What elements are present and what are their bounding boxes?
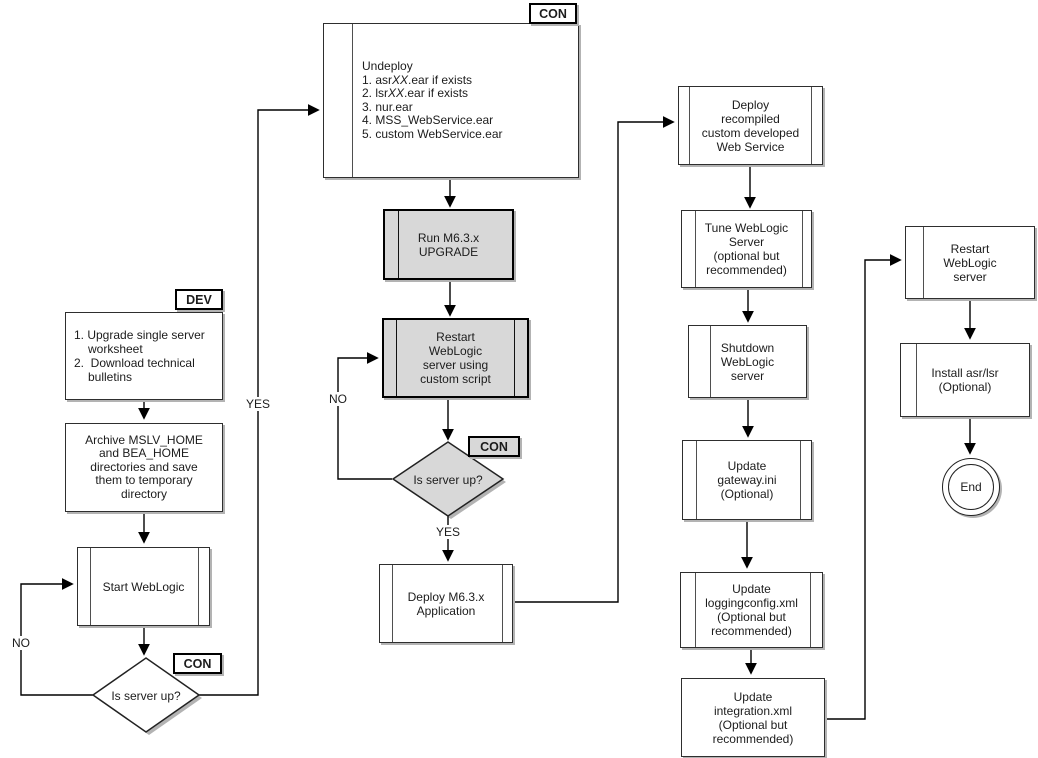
run-upgrade-process-box: Run M6.3.x UPGRADE (383, 209, 514, 280)
undeploy-item-1: 1. asrXX.ear if exists (362, 72, 473, 87)
right-stripe (811, 87, 812, 164)
right-stripe (802, 211, 803, 287)
end-terminator: End (942, 458, 1000, 516)
left-stripe (352, 24, 353, 177)
dev-tag: DEV (175, 289, 223, 310)
arrow-update-integration-to-restart-weblogic (825, 254, 902, 720)
left-stripe (398, 211, 399, 278)
left-stripe (695, 573, 696, 647)
left-stripe (689, 87, 690, 164)
arrow-decision-mid-no-loop (337, 352, 392, 480)
end-label: End (948, 464, 994, 510)
con-tag-mid: CON (468, 436, 520, 457)
undeploy-title: Undeploy (362, 59, 413, 73)
worksheet-item-1: 1. Upgrade single server worksheet (74, 328, 209, 356)
restart-weblogic-process-box: Restart WebLogic server (905, 226, 1035, 299)
undeploy-process-box: Undeploy 1. asrXX.ear if exists 2. lsrXX… (323, 23, 579, 178)
con-tag-bottom: CON (173, 653, 222, 674)
left-stripe (696, 441, 697, 519)
con-tag-top: CON (529, 3, 577, 24)
archive-document-box: Archive MSLV_HOME and BEA_HOME directori… (65, 423, 223, 512)
update-gateway-ini-process-box: Update gateway.ini (Optional) (682, 440, 812, 520)
left-stripe (916, 344, 917, 416)
deploy-application-process-box: Deploy M6.3.x Application (379, 564, 513, 643)
arrow-deploy-app-to-deploy-recompiled (513, 116, 675, 603)
update-loggingconfig-process-box: Update loggingconfig.xml (Optional but r… (680, 572, 823, 648)
right-stripe (198, 548, 199, 625)
undeploy-item-4: 4. MSS_WebService.ear (362, 113, 494, 127)
restart-custom-script-process-box: Restart WebLogic server using custom scr… (382, 318, 529, 398)
decision-main-label: Is server up? (111, 689, 181, 703)
tune-weblogic-process-box: Tune WebLogic Server (optional but recom… (681, 210, 812, 288)
no-edge-label-main: NO (10, 636, 32, 650)
install-asr-lsr-process-box: Install asr/lsr (Optional) (900, 343, 1030, 417)
deploy-recompiled-webservice-process-box: Deploy recompiled custom developed Web S… (678, 86, 823, 165)
no-edge-label-mid: NO (327, 392, 349, 406)
undeploy-item-2: 2. lsrXX.ear if exists (362, 86, 469, 100)
undeploy-item-3: 3. nur.ear (362, 99, 413, 114)
yes-edge-label-mid: YES (433, 525, 463, 539)
decision-diamond-main (91, 657, 201, 733)
start-weblogic-process-box: Start WebLogic (77, 547, 210, 626)
worksheet-item-2: 2. Download technical bulletins (74, 356, 199, 384)
decision-mid-label: Is server up? (413, 473, 483, 487)
left-stripe (396, 320, 397, 396)
left-stripe (710, 326, 711, 397)
shutdown-weblogic-process-box: Shutdown WebLogic server (688, 325, 807, 398)
worksheet-document-box: 1. Upgrade single server worksheet 2. Do… (65, 312, 223, 400)
left-stripe (923, 227, 924, 298)
decision-diamond-mid (391, 441, 505, 517)
yes-edge-label-main: YES (243, 397, 273, 411)
undeploy-item-5: 5. custom WebService.ear (362, 126, 503, 141)
update-integration-xml-box: Update integration.xml (Optional but rec… (681, 678, 825, 757)
right-stripe (502, 565, 503, 642)
right-stripe (514, 320, 515, 396)
right-stripe (800, 441, 801, 519)
left-stripe (90, 548, 91, 625)
right-stripe (810, 573, 811, 647)
left-stripe (695, 211, 696, 287)
left-stripe (392, 565, 393, 642)
